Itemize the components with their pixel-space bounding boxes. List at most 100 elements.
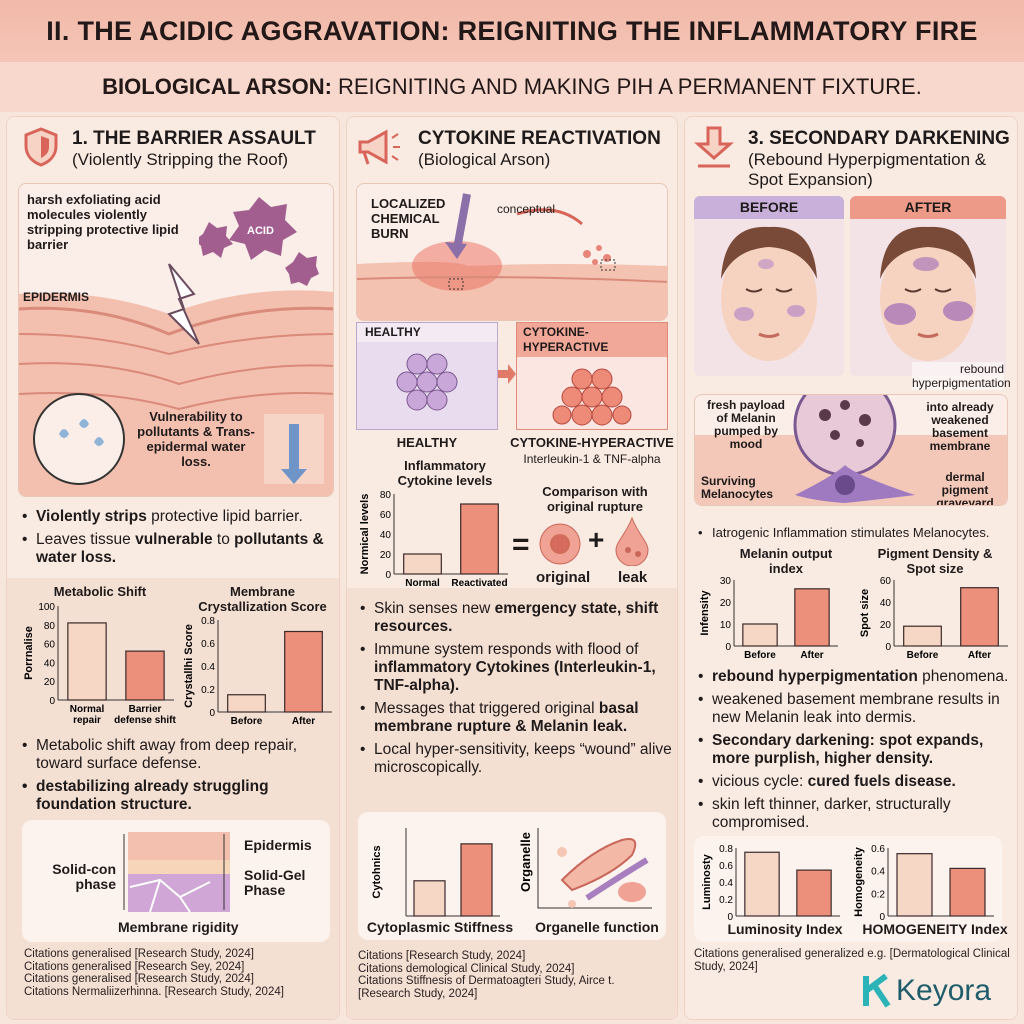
y-tick-label: 0:2 <box>871 889 885 900</box>
y-tick-label: 20 <box>880 620 892 631</box>
x-tick-label: Before <box>231 716 263 727</box>
col2-subtitle: (Biological Arson) <box>418 150 551 169</box>
y-tick-label: 60 <box>380 510 392 521</box>
y-tick-label: 40 <box>44 658 56 669</box>
y-axis-label: Cytohnics <box>371 845 383 898</box>
y-tick-label: 0 <box>885 642 891 653</box>
page-subtitle: BIOLOGICAL ARSON:REIGNITING AND MAKING P… <box>0 62 1024 112</box>
y-axis-label: Homogeneity <box>853 846 865 917</box>
keyora-wordmark: Keyora <box>896 974 992 1007</box>
y-tick-label: 60 <box>44 640 56 651</box>
after-label: AFTER <box>850 196 1006 219</box>
x-tick-label: Normal <box>405 578 440 589</box>
membrane-rigidity-caption: Membrane rigidity <box>118 919 239 935</box>
citation: Citations [Research Study, 2024] <box>358 950 526 962</box>
bar <box>403 553 442 575</box>
equals-sign: = <box>512 528 530 561</box>
subtitle-rest: REIGNITING AND MAKING PIH A PERMANENT FI… <box>337 74 922 99</box>
hyperactive-caption: CYTOKINE-HYPERACTIVE <box>510 435 674 450</box>
col3-title: 3. SECONDARY DARKENING <box>748 128 1010 149</box>
chart-caption: HOMOGENEITY Index <box>862 921 1008 937</box>
melanocyte-graphic <box>695 395 1007 505</box>
bullet: skin left thinner, darker, structurally … <box>696 796 1018 832</box>
bullet: Leaves tissue vulnerable to pollutants &… <box>20 531 338 567</box>
col1-bullets-2: Metabolic shift away from deep repair, t… <box>20 737 338 819</box>
y-tick-label: 20 <box>380 550 392 561</box>
organelle-caption: Organelle function <box>535 919 659 935</box>
col2-title: CYTOKINE REACTIVATION <box>418 128 661 149</box>
stiffness-organelle-panel <box>358 812 666 940</box>
y-tick-label: 0 <box>725 642 731 653</box>
citation: Citations demological Clinical Study, 20… <box>358 962 575 975</box>
subtitle-bold: BIOLOGICAL ARSON: <box>102 74 332 99</box>
hyperactive-panel: CYTOKINE-HYPERACTIVE <box>516 322 668 430</box>
y-tick-label: 40 <box>380 530 392 541</box>
y-tick-label: 60 <box>880 576 892 587</box>
x-tick-label: defense shift <box>114 715 176 726</box>
citation: Citations Stiffnesis of Dermatoagteri St… <box>358 975 615 987</box>
after-face-panel: AFTER <box>850 196 1006 376</box>
bullet: destabilizing already struggling foundat… <box>20 778 338 814</box>
leak-label: leak <box>618 569 648 586</box>
citation: Citations Nermaliizerhinna. [Research St… <box>24 985 284 998</box>
epidermis-label: Epidermis <box>244 837 312 853</box>
y-tick-label: 40 <box>880 598 892 609</box>
bar <box>949 867 986 917</box>
original-cell-icon <box>539 523 581 565</box>
y-tick-label: 20 <box>44 677 56 688</box>
x-tick-label: After <box>968 650 991 661</box>
healthy-cells-graphic <box>396 353 458 411</box>
citation: Citations generalised [Research Study, 2… <box>24 973 254 985</box>
bar <box>460 843 493 917</box>
membrane-rigidity-diagram: Epidermis Solid-con phase Solid-Gel Phas… <box>22 820 330 942</box>
y-tick-label: 0 <box>209 708 215 719</box>
citation: Citations generalised [Research Sey, 202… <box>24 960 245 973</box>
bullet: rebound hyperpigmentation phenomena. <box>696 668 1018 686</box>
bar <box>227 694 266 713</box>
chart-title: Inflammatory Cytokine levels <box>397 458 493 488</box>
bar <box>460 503 499 575</box>
bar <box>744 851 780 917</box>
y-axis-label: Spot size <box>859 589 871 637</box>
chart-caption: Luminosity Index <box>727 921 843 937</box>
bullet: vicious cycle: cured fuels disease. <box>696 773 1018 791</box>
keyora-k-icon <box>863 974 891 1008</box>
col2-bullets: Skin senses new emergency state, shift r… <box>358 600 674 782</box>
chart-caption: Cytoplasmic Stiffness <box>366 919 514 935</box>
y-tick-label: 0.4 <box>201 662 215 673</box>
chemical-burn-illustration: LOCALIZED CHEMICAL BURN conceptual <box>356 183 668 321</box>
bullet: Immune system responds with flood of inf… <box>358 641 674 695</box>
y-tick-label: 0.6 <box>871 844 885 855</box>
y-tick-label: 0.8 <box>719 844 733 855</box>
plus-sign: + <box>588 524 605 555</box>
bullet: Messages that triggered original basal m… <box>358 700 674 736</box>
epidermis-label: EPIDERMIS <box>23 290 90 304</box>
acid-molecules-icon: ACID <box>199 197 319 286</box>
col1-citations: Citations generalised [Research Study, 2… <box>24 948 334 998</box>
bullet: Secondary darkening: spot expands, more … <box>696 732 1018 768</box>
comparison-title: Comparison with original rupture <box>542 484 648 514</box>
x-tick-label: repair <box>73 715 101 726</box>
megaphone-icon <box>358 129 400 165</box>
y-axis-label: Porrnalise <box>23 626 35 680</box>
bar <box>284 630 323 713</box>
y-tick-label: 0 <box>385 570 391 581</box>
bullet: Iatrogenic Inflammation stimulates Melan… <box>696 524 1016 542</box>
chart-title: Metabolic Shift <box>53 584 147 599</box>
acid-description: harsh exfoliating acid molecules violent… <box>27 192 179 252</box>
solid-con-label: Solid-con phase <box>52 861 116 892</box>
y-tick-label: 0.4 <box>871 867 885 878</box>
before-label: BEFORE <box>694 196 844 219</box>
burn-graphic <box>357 193 667 320</box>
organelle-ylabel: Organelle <box>518 832 533 892</box>
payload-label: fresh payload of Melanin pumped by mood <box>706 398 786 451</box>
bar <box>67 622 107 701</box>
y-tick-label: 10 <box>720 620 732 631</box>
y-axis-label: Crystallhi Score <box>183 624 195 708</box>
bar <box>896 853 933 917</box>
col1-title: 1. THE BARRIER ASSAULT <box>72 128 316 149</box>
original-label: original <box>536 569 591 586</box>
